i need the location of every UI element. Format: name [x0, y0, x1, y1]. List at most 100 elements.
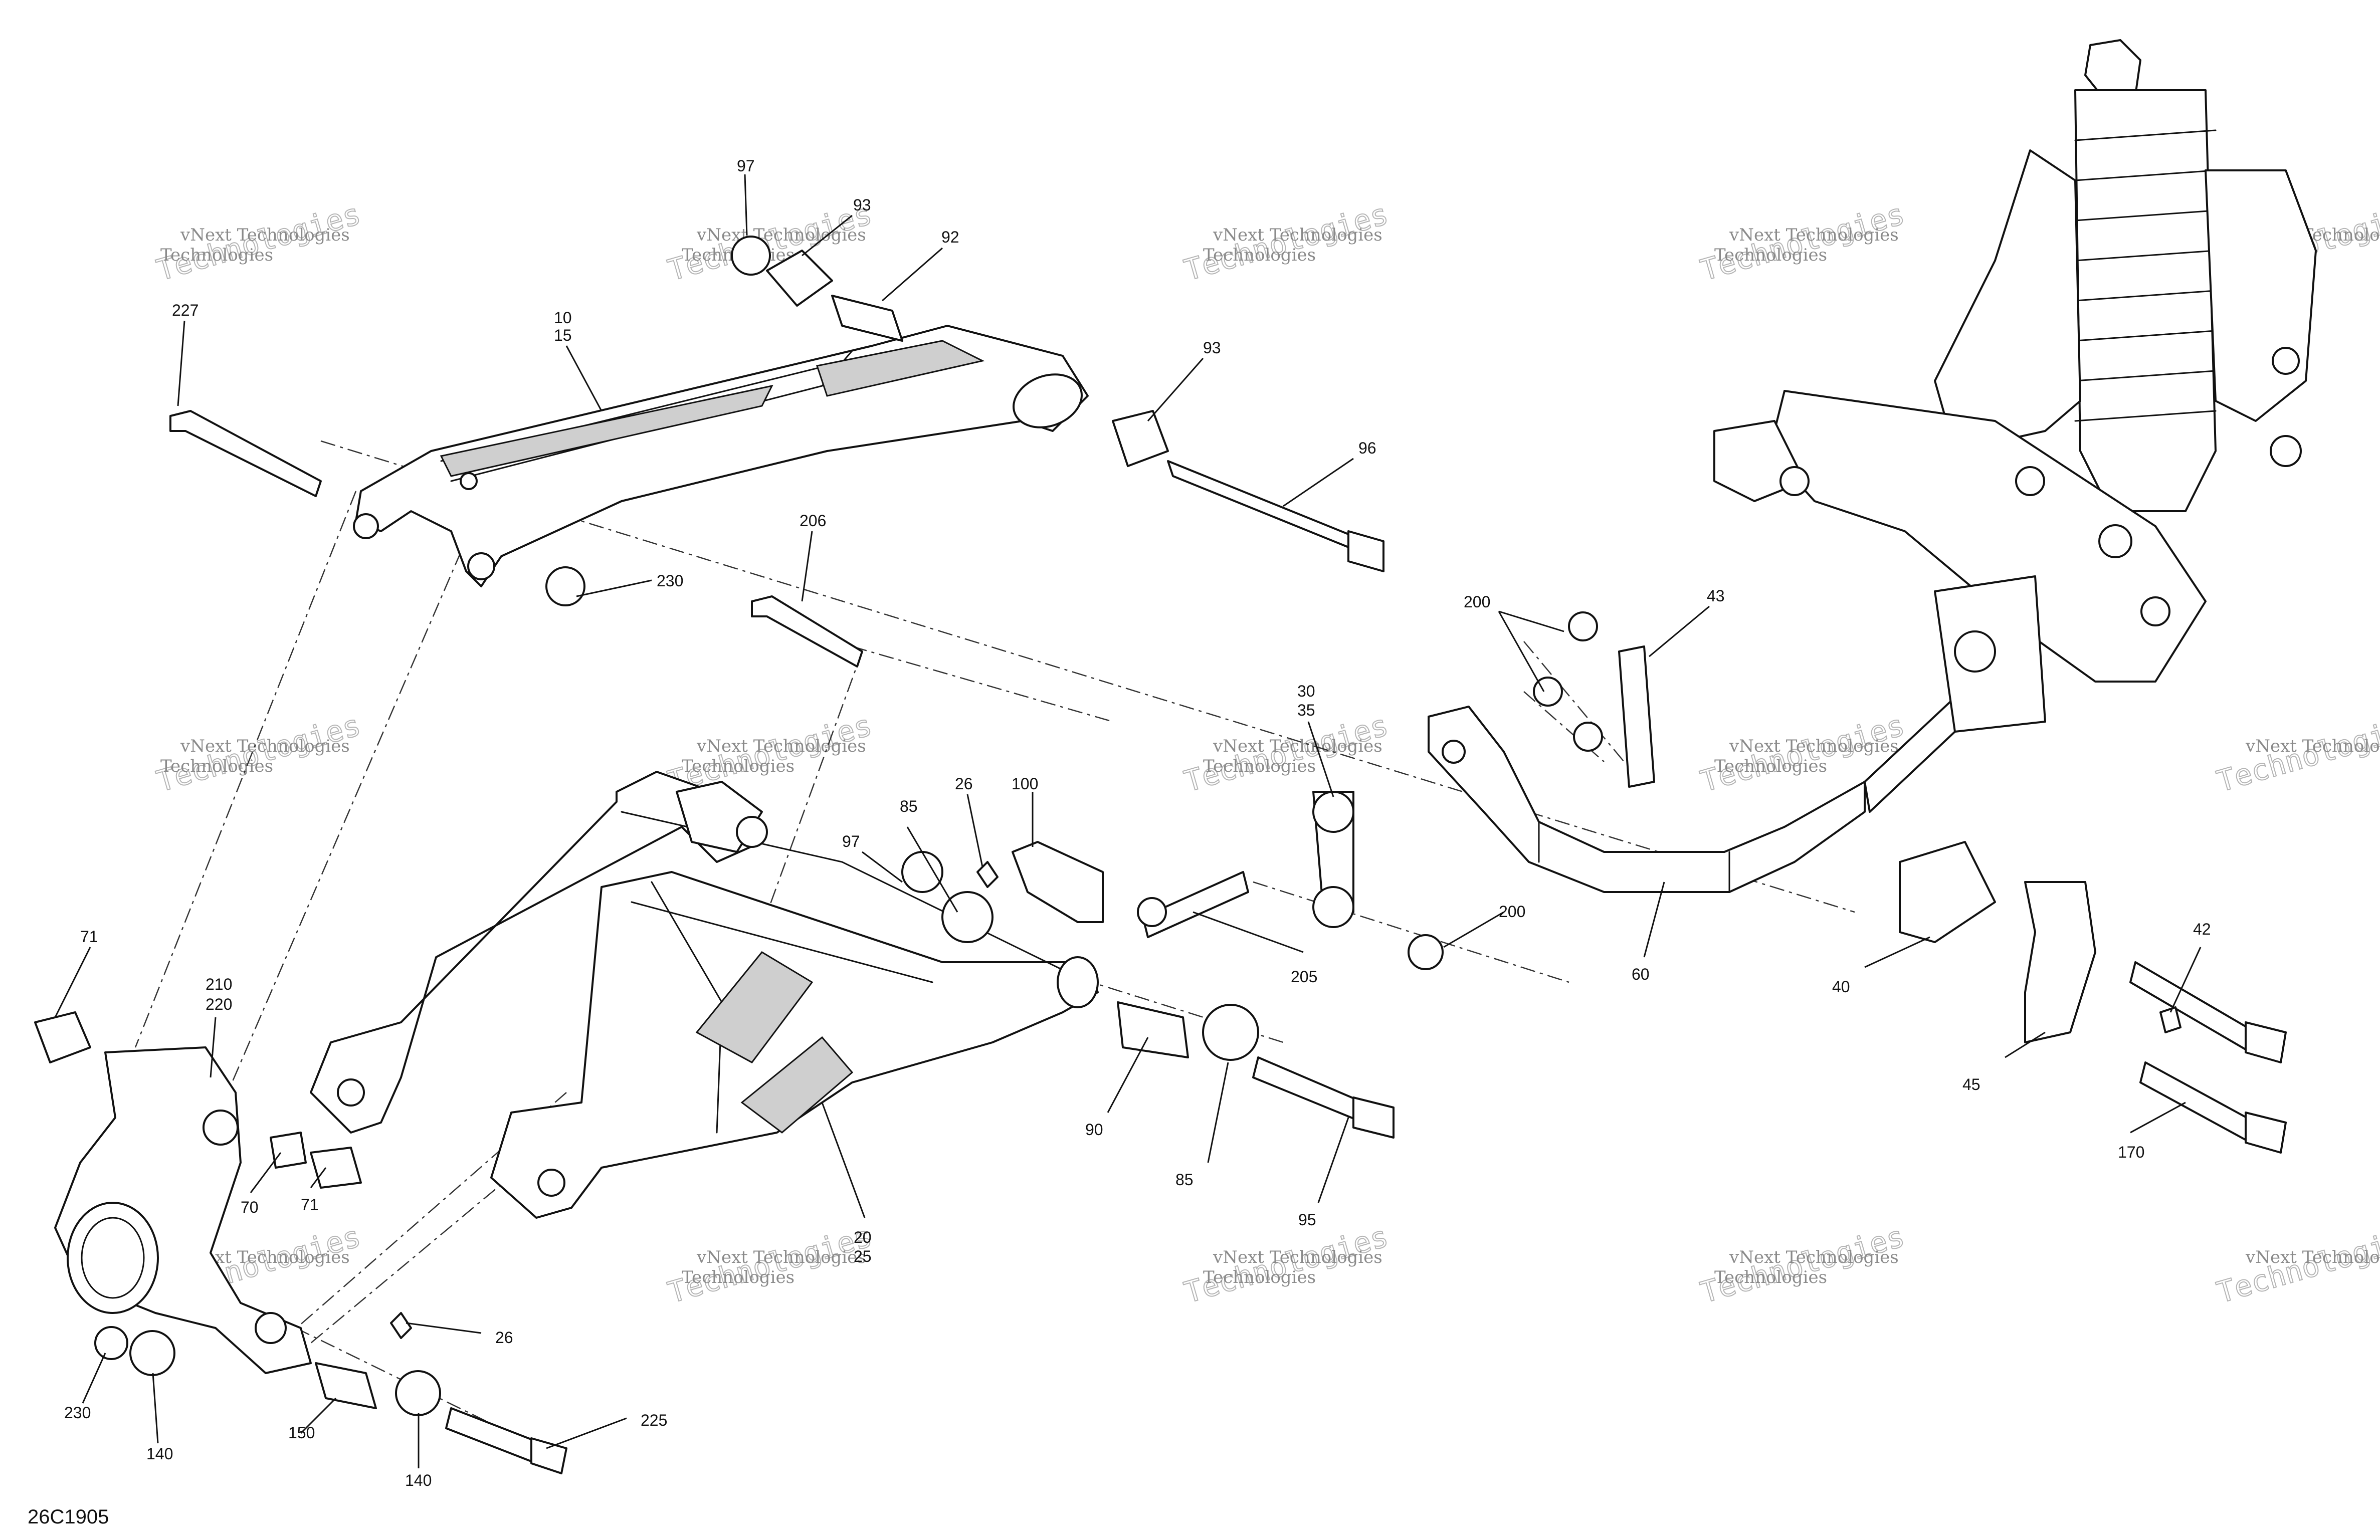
svg-text:vNext Technologies: vNext Technologies	[2245, 1247, 2380, 1267]
svg-text:vNext Technologies: vNext Technologies	[2245, 736, 2380, 756]
callout-206: 206	[800, 512, 826, 530]
nut-200-b	[1533, 677, 1563, 707]
bolt-227	[169, 410, 322, 497]
svg-text:Technologies: Technologies	[1714, 245, 1827, 265]
callout-71-top: 71	[80, 928, 98, 946]
svg-text:vNext Technologies: vNext Technologies	[1729, 736, 1899, 756]
callout-225: 225	[641, 1411, 667, 1429]
svg-text:Technologies: Technologies	[1714, 756, 1827, 776]
leader-lines	[54, 174, 2202, 1468]
svg-text:Technologies: Technologies	[682, 756, 795, 776]
bolt-225	[445, 1407, 542, 1464]
bushing-71-top	[34, 1011, 91, 1063]
callout-150: 150	[288, 1424, 315, 1442]
callout-93-top: 93	[853, 196, 871, 214]
callout-97-top: 97	[737, 157, 755, 175]
assembly-lines	[134, 440, 1855, 1444]
callout-140-bot: 140	[405, 1471, 432, 1489]
svg-text:vNext Technologies: vNext Technologies	[1213, 225, 1382, 245]
watermark: Technologies vNext Technologies Technolo…	[1180, 1219, 1393, 1310]
nut-97-top	[731, 236, 771, 276]
clamp-45	[2024, 881, 2096, 1043]
callout-100: 100	[1012, 775, 1038, 793]
callout-230-top: 230	[657, 572, 683, 590]
bushing-93-top	[766, 250, 833, 307]
callout-205: 205	[1291, 968, 1317, 986]
callout-93-mid: 93	[1203, 339, 1221, 357]
watermark: Technologies vNext Technologies	[2213, 1219, 2380, 1310]
svg-text:Technologies: Technologies	[682, 1267, 795, 1287]
lower-arm-hardware	[901, 841, 1395, 1139]
bushing-40	[1899, 841, 1996, 943]
svg-text:Technologies: Technologies	[1203, 245, 1316, 265]
fitting-26-bot	[390, 1312, 412, 1339]
shock-absorber-assembly	[1713, 39, 2317, 733]
callout-227: 227	[172, 301, 199, 319]
knuckle-hardware	[94, 1312, 567, 1474]
callout-43: 43	[1707, 587, 1725, 605]
bushing-85-bot	[1202, 1004, 1259, 1061]
watermark: Technologies vNext Technologies	[2213, 708, 2380, 799]
nut-230-top	[545, 566, 585, 606]
document-number: 26C1905	[28, 1506, 109, 1528]
callout-96: 96	[1358, 439, 1376, 457]
watermark: Technologies vNext Technologies Technolo…	[664, 1219, 876, 1310]
svg-text:Technologies: Technologies	[1203, 756, 1316, 776]
sway-bar-assembly	[1137, 611, 2287, 1154]
watermark: Technologies vNext Technologies Technolo…	[152, 708, 365, 799]
nut-200-c	[1573, 722, 1603, 752]
svg-text:vNext Technologies: vNext Technologies	[1729, 225, 1899, 245]
nut-200-a	[1568, 611, 1598, 641]
nut-200-bot	[1408, 934, 1444, 970]
bolt-95	[1252, 1056, 1364, 1124]
watermark: Technologies vNext Technologies Technolo…	[1696, 1219, 1909, 1310]
fitting-42	[2159, 1006, 2181, 1033]
svg-text:vNext Technologies: vNext Technologies	[696, 736, 866, 756]
svg-text:vNext Technologies: vNext Technologies	[696, 225, 866, 245]
svg-text:vNext Technologies: vNext Technologies	[1213, 736, 1382, 756]
watermark: Technologies vNext Technologies Technolo…	[1180, 196, 1393, 288]
callout-170: 170	[2118, 1143, 2144, 1161]
sleeve-150	[315, 1362, 377, 1409]
bolt-170	[2139, 1061, 2257, 1144]
svg-text:Technologies: Technologies	[160, 756, 273, 776]
bushing-70	[270, 1132, 307, 1169]
bushing-93-mid	[1112, 410, 1169, 467]
fitting-26-mid	[976, 861, 999, 888]
svg-text:Technologies: Technologies	[160, 245, 273, 265]
svg-text:vNext Technologies: vNext Technologies	[180, 736, 350, 756]
svg-text:Technologies: Technologies	[1203, 1267, 1316, 1287]
callout-97-mid: 97	[842, 832, 860, 850]
callout-90: 90	[1085, 1121, 1103, 1139]
bushing-140-bot	[395, 1370, 441, 1416]
bracket-100	[1012, 841, 1104, 923]
callout-200-bot: 200	[1499, 903, 1525, 921]
upper-arm-hardware	[169, 236, 1384, 668]
callout-71-bot: 71	[301, 1196, 319, 1214]
svg-text:vNext Technologies: vNext Technologies	[1213, 1247, 1382, 1267]
callout-230-bot: 230	[64, 1404, 91, 1422]
callout-85-bot: 85	[1175, 1171, 1194, 1189]
bushing-71-bot	[310, 1147, 362, 1189]
callout-40: 40	[1832, 978, 1850, 996]
callout-70: 70	[241, 1198, 259, 1216]
bolt-205	[1142, 871, 1249, 938]
svg-text:vNext Technologies: vNext Technologies	[696, 1247, 866, 1267]
callout-200-top: 200	[1464, 593, 1490, 611]
bolt-42	[2129, 961, 2257, 1053]
upper-control-arm	[353, 325, 1089, 587]
callout-140-left: 140	[146, 1445, 173, 1463]
lower-control-arm	[310, 771, 1099, 1219]
sleeve-92	[831, 295, 903, 342]
callout-26-bot: 26	[495, 1329, 513, 1347]
nut-97-mid	[901, 851, 943, 893]
callout-42: 42	[2193, 920, 2211, 938]
watermark: Technologies vNext Technologies Technolo…	[1180, 708, 1393, 799]
callout-92: 92	[941, 228, 959, 246]
nut-230-bot	[94, 1326, 128, 1360]
svg-text:vNext Technologies: vNext Technologies	[1729, 1247, 1899, 1267]
callout-95: 95	[1298, 1211, 1316, 1229]
